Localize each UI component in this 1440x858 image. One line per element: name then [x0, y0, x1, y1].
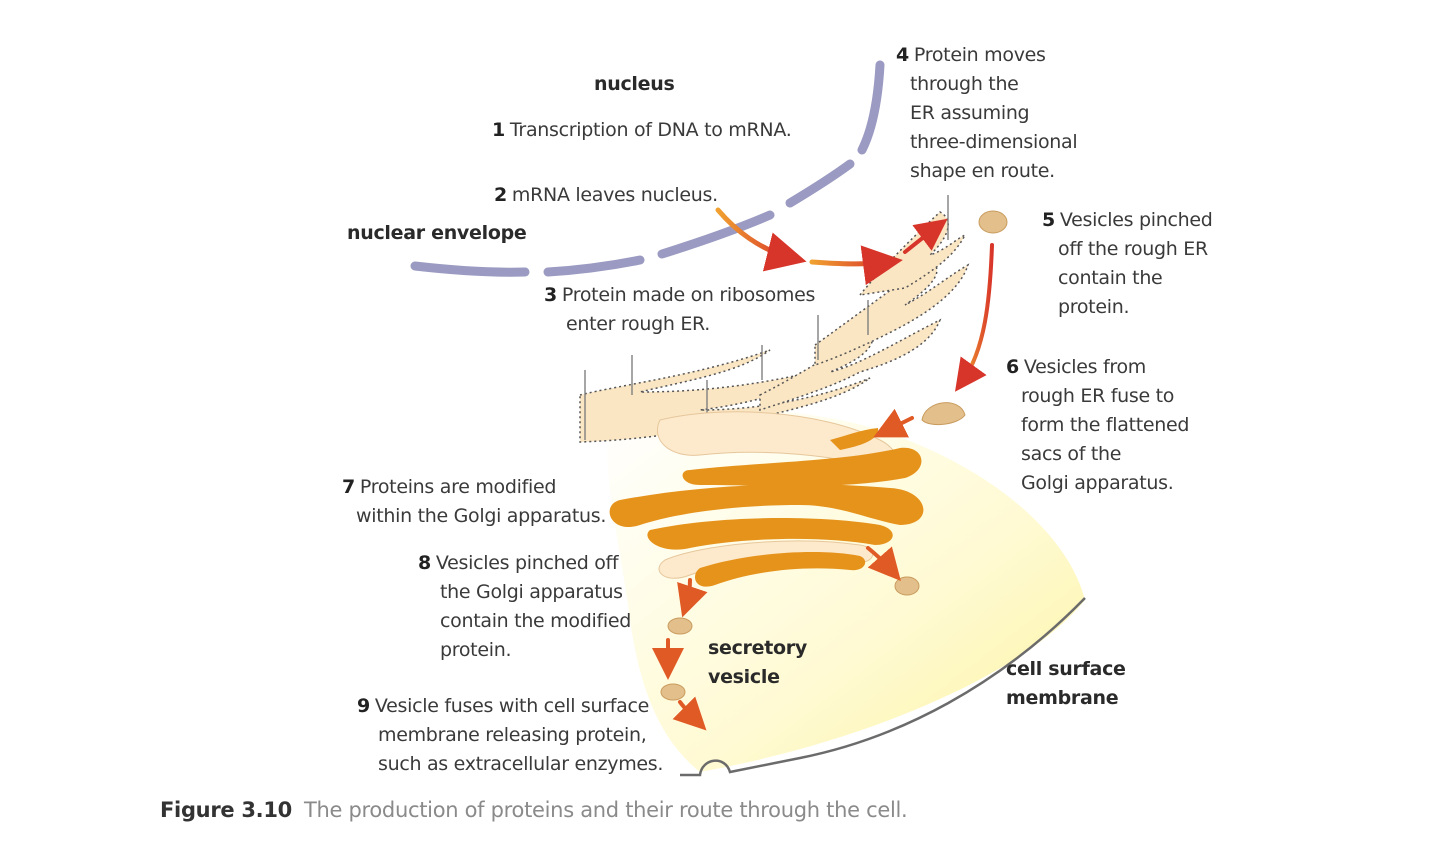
step-4-text-5: shape en route.: [910, 160, 1055, 182]
step-8-text-3: contain the modified: [440, 610, 631, 632]
step-8-text-2: the Golgi apparatus: [440, 581, 623, 603]
figure-number: Figure 3.10: [160, 798, 292, 822]
step-4-text-1: Protein moves: [913, 44, 1046, 66]
secretory-vesicle-label: secretory vesicle: [708, 634, 807, 692]
arrow-to-er: [809, 245, 903, 286]
arrow-fuse: [672, 696, 707, 731]
step-6-text-3: form the flattened: [1021, 414, 1190, 436]
step-4-text-3: ER assuming: [910, 102, 1030, 124]
step-5-text-4: protein.: [1058, 296, 1130, 318]
figure-caption: Figure 3.10 The production of proteins an…: [160, 798, 908, 822]
step-2-text: mRNA leaves nucleus.: [511, 184, 718, 206]
step-4-number: 4: [896, 44, 909, 66]
step-7-text-2: within the Golgi apparatus.: [356, 505, 607, 527]
step-2-number: 2: [494, 184, 507, 206]
step-6-text-4: sacs of the: [1021, 443, 1122, 465]
golgi-apparatus: [609, 411, 924, 587]
arrow-mrna-leaves: [715, 207, 807, 272]
step-4-text-2: through the: [910, 73, 1019, 95]
cell-surface-line-2: membrane: [1006, 687, 1119, 709]
step-8-number: 8: [418, 552, 431, 574]
vesicles: [660, 210, 1008, 701]
step-7-text-1: Proteins are modified: [359, 476, 557, 498]
cell-surface-membrane: [680, 597, 1086, 777]
nucleus-label: nucleus: [594, 73, 675, 95]
step-5-text-2: off the rough ER: [1058, 238, 1208, 260]
nuclear-envelope-label: nuclear envelope: [347, 222, 527, 244]
step-6-text-1: Vesicles from: [1023, 356, 1146, 378]
caption-text: The production of proteins and their rou…: [303, 798, 908, 822]
step-3-number: 3: [544, 284, 557, 306]
cell-surface-line-1: cell surface: [1006, 658, 1126, 680]
arrow-golgi-down: [677, 578, 708, 618]
step-7-number: 7: [342, 476, 355, 498]
step-9-text-1: Vesicle fuses with cell surface: [374, 695, 650, 717]
step-4-text-4: three-dimensional: [910, 131, 1078, 153]
arrow-to-golgi: [873, 408, 914, 438]
route-arrows: [652, 207, 994, 731]
step-6-number: 6: [1006, 356, 1019, 378]
step-8-text-1: Vesicles pinched off: [435, 552, 619, 574]
step-9-text-2: membrane releasing protein,: [378, 724, 647, 746]
step-9-text-3: such as extracellular enzymes.: [378, 753, 664, 775]
step-8-text-4: protein.: [440, 639, 512, 661]
step-3-text-2: enter rough ER.: [566, 313, 710, 335]
step-5-text-3: contain the: [1058, 267, 1163, 289]
secretory-vesicle-line-2: vesicle: [708, 666, 780, 688]
arrow-vesicle-down: [955, 243, 994, 392]
step-3-text-1: Protein made on ribosomes: [561, 284, 816, 306]
step-6-text-5: Golgi apparatus.: [1021, 472, 1174, 494]
step-1-text: Transcription of DNA to mRNA.: [509, 119, 792, 141]
nuclear-envelope: [410, 60, 885, 277]
step-6-text-2: rough ER fuse to: [1021, 385, 1175, 407]
step-9-number: 9: [357, 695, 370, 717]
step-1-number: 1: [492, 119, 505, 141]
arrow-golgi-right: [866, 546, 901, 582]
step-5-text-1: Vesicles pinched: [1059, 209, 1213, 231]
step-5-number: 5: [1042, 209, 1055, 231]
cell-surface-membrane-label: cell surface membrane: [1006, 655, 1126, 713]
arrow-through-er: [903, 218, 948, 254]
secretory-vesicle-line-1: secretory: [708, 637, 807, 659]
